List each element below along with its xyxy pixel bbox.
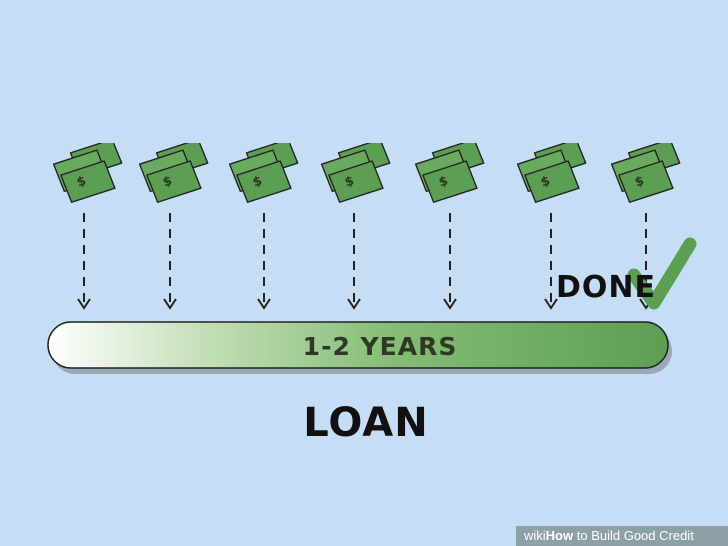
- done-label: DONE: [556, 270, 657, 305]
- cash-icon: [228, 143, 299, 203]
- payment-arrows: [77, 213, 653, 310]
- watermark: wikiHow to Build Good Credit: [516, 526, 728, 546]
- dashed-arrow-icon: [257, 213, 271, 310]
- dashed-arrow-icon: [347, 213, 361, 310]
- cash-icon: [414, 143, 485, 203]
- dashed-arrow-icon: [544, 213, 558, 310]
- cash-icon: [320, 143, 391, 203]
- dashed-arrow-icon: [163, 213, 177, 310]
- cash-icon: [610, 143, 681, 203]
- cash-icon: [516, 143, 587, 203]
- loan-caption: LOAN: [303, 400, 429, 446]
- cash-icon: [138, 143, 209, 203]
- duration-label: 1-2 YEARS: [302, 332, 458, 361]
- watermark-prefix: wiki: [524, 528, 546, 543]
- dashed-arrow-icon: [443, 213, 457, 310]
- watermark-title: to Build Good Credit: [573, 528, 694, 543]
- watermark-brand: How: [545, 528, 574, 543]
- cash-stacks: [52, 143, 681, 203]
- cash-icon: [52, 143, 123, 203]
- dashed-arrow-icon: [77, 213, 91, 310]
- check-icon: [627, 237, 697, 310]
- timeline-bar: [47, 321, 672, 374]
